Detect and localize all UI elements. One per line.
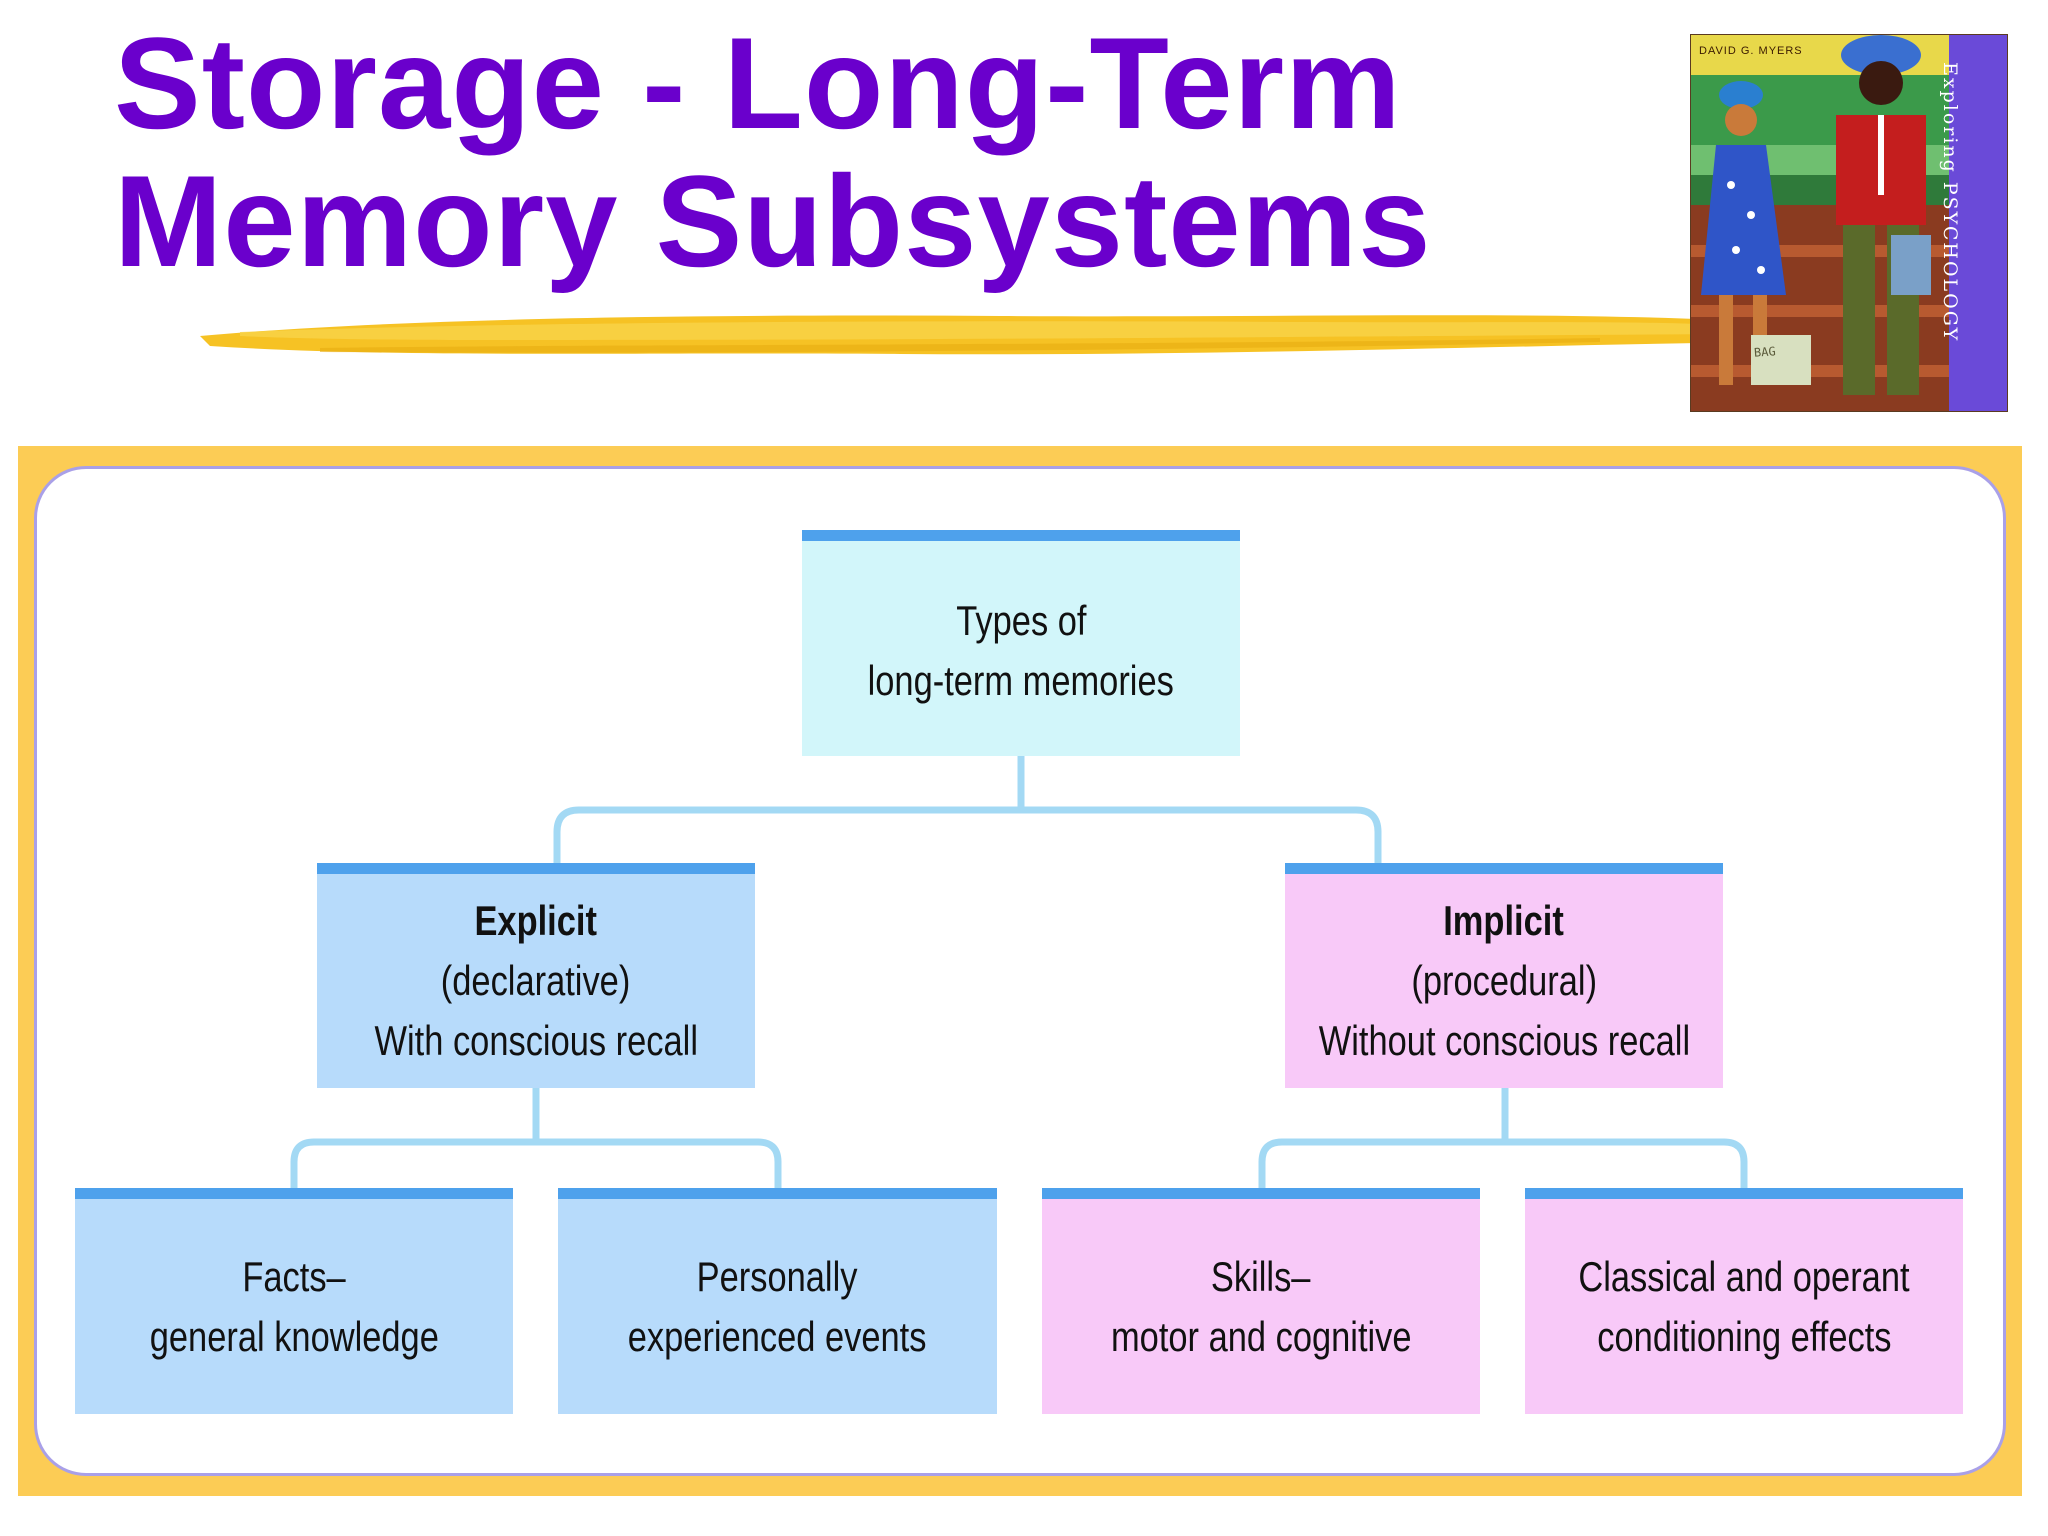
- node-personal-events: Personally experienced events: [558, 1188, 997, 1414]
- slide-title-line-2: Memory Subsystems: [114, 148, 1432, 294]
- connector-explicit-to-children: [290, 1088, 782, 1190]
- node-explicit-line-2: (declarative): [441, 957, 631, 1004]
- node-explicit: Explicit (declarative) With conscious re…: [317, 863, 755, 1088]
- yellow-brush-stroke: [200, 315, 1760, 355]
- node-conditioning-line-2: conditioning effects: [1596, 1312, 1892, 1360]
- cover-artwork: [1691, 35, 2007, 411]
- node-conditioning: Classical and operant conditioning effec…: [1525, 1188, 1963, 1414]
- node-facts-line-2: general knowledge: [149, 1312, 439, 1360]
- node-implicit-line-2: (procedural): [1411, 957, 1597, 1004]
- node-types-of-ltm-line-1: Types of: [955, 596, 1087, 644]
- node-types-of-ltm: Types of long-term memories: [802, 530, 1240, 756]
- node-implicit: Implicit (procedural) Without conscious …: [1285, 863, 1723, 1088]
- connector-root-to-children: [553, 756, 1382, 865]
- slide-title: Storage - Long-Term Memory Subsystems: [114, 14, 1614, 290]
- node-conditioning-line-1: Classical and operant: [1578, 1252, 1910, 1300]
- node-implicit-line-1: Implicit: [1443, 897, 1565, 944]
- node-explicit-line-3: With conscious recall: [374, 1017, 698, 1064]
- node-explicit-line-1: Explicit: [474, 897, 598, 944]
- node-skills: Skills– motor and cognitive: [1042, 1188, 1480, 1414]
- node-skills-line-2: motor and cognitive: [1110, 1312, 1412, 1360]
- node-facts-line-1: Facts–: [242, 1252, 346, 1300]
- node-skills-line-1: Skills–: [1211, 1252, 1311, 1300]
- cover-spine-title: Exploring PSYCHOLOGY: [1939, 62, 1961, 343]
- node-facts: Facts– general knowledge: [75, 1188, 513, 1414]
- node-types-of-ltm-line-2: long-term memories: [867, 656, 1175, 704]
- node-personal-events-line-2: experienced events: [628, 1312, 927, 1360]
- slide-title-line-1: Storage - Long-Term: [114, 10, 1402, 156]
- node-implicit-line-3: Without conscious recall: [1318, 1017, 1690, 1064]
- node-personal-events-line-1: Personally: [697, 1252, 858, 1300]
- connector-implicit-to-children: [1258, 1088, 1748, 1190]
- textbook-cover-image: DAVID G. MYERS: [1690, 34, 2008, 412]
- cover-author: DAVID G. MYERS: [1699, 45, 1803, 57]
